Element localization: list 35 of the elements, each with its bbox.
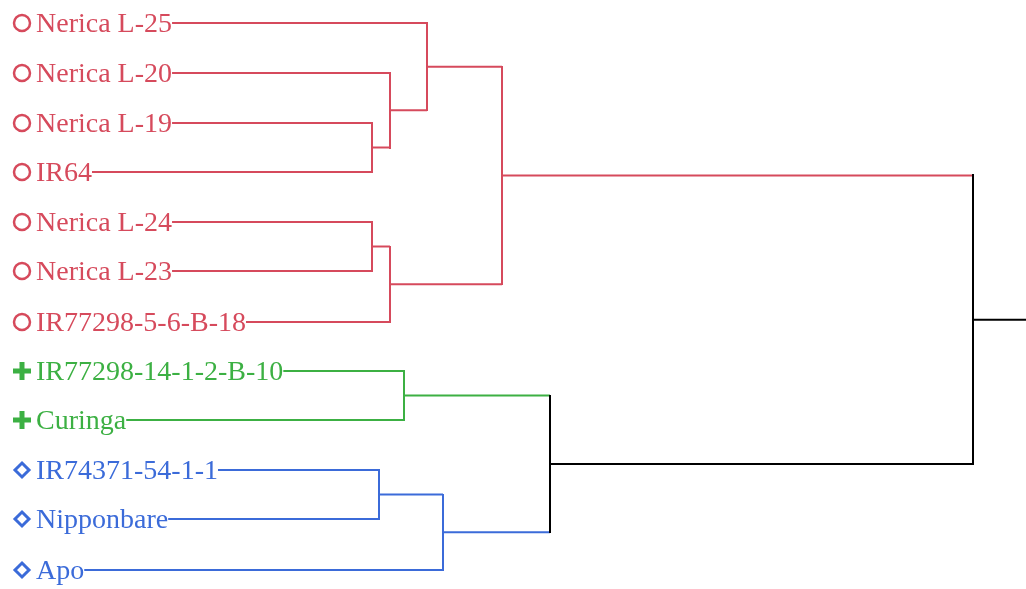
branch-line <box>404 394 551 397</box>
branch-line <box>550 462 974 465</box>
branch-line <box>443 531 551 534</box>
branch-line <box>217 469 380 471</box>
branch-line <box>171 122 373 124</box>
branch-line <box>171 221 373 223</box>
branch-line <box>372 146 391 149</box>
branch-line <box>282 370 405 372</box>
variety-label: Nerica L-25 <box>36 9 173 37</box>
branch-line <box>83 569 444 571</box>
variety-label: IR64 <box>36 158 92 186</box>
variety-label: Curinga <box>36 406 127 434</box>
variety-label: IR74371-54-1-1 <box>36 456 218 484</box>
variety-label: Nerica L-20 <box>36 59 173 87</box>
variety-label: Nerica L-24 <box>36 208 173 236</box>
branch-line <box>427 65 503 68</box>
variety-label: Nerica L-23 <box>36 257 173 285</box>
branch-line <box>91 171 373 173</box>
branch-line <box>245 321 391 323</box>
branch-line <box>502 174 974 177</box>
branch-line <box>973 318 1026 321</box>
branch-line <box>171 270 373 272</box>
branch-line <box>171 72 391 74</box>
branch-line <box>379 493 444 496</box>
variety-label: IR77298-14-1-2-B-10 <box>36 357 284 385</box>
branch-line <box>171 22 428 24</box>
branch-line <box>390 283 503 286</box>
branch-line <box>372 245 391 248</box>
variety-label: Nerica L-19 <box>36 109 173 137</box>
branch-line <box>167 518 380 520</box>
variety-label: Apo <box>36 556 85 584</box>
branch-line <box>390 109 428 112</box>
branch-line <box>125 419 405 421</box>
variety-label: Nipponbare <box>36 505 169 533</box>
variety-label: IR77298-5-6-B-18 <box>36 308 246 336</box>
